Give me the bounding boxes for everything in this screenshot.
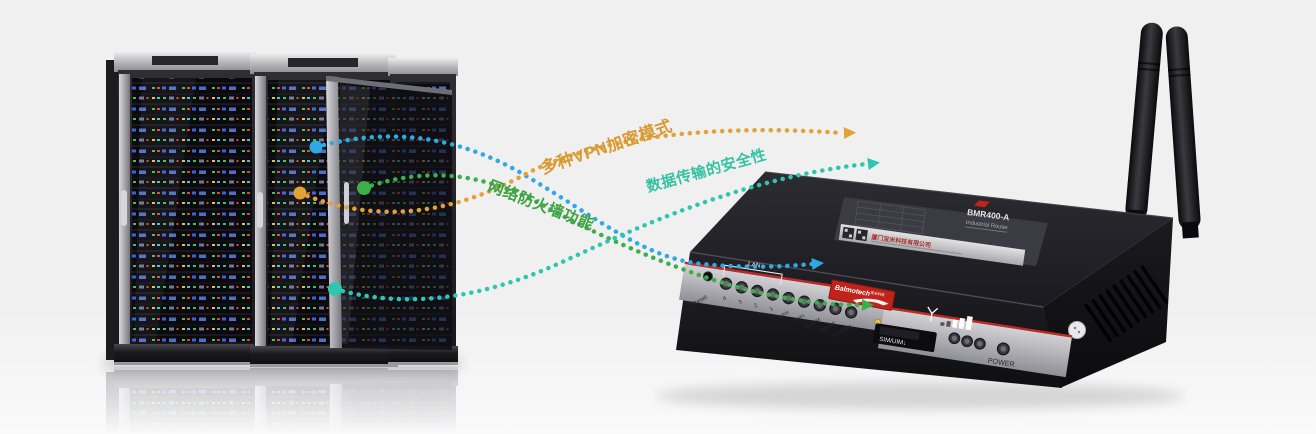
led-label-3: 3 — [738, 299, 744, 306]
connection-dot-blue — [309, 140, 323, 154]
label-fine-print — [870, 240, 963, 255]
back-top-edge — [764, 171, 1174, 219]
swoosh-icon — [852, 298, 889, 306]
connection-dot-teal — [328, 282, 342, 296]
label-silver-strip: 厦门宝米科技有限公司 — [838, 224, 1026, 266]
lan-bracket — [722, 264, 783, 286]
side-vents — [1084, 265, 1169, 343]
status-leds — [948, 332, 986, 350]
connection-lines — [297, 127, 869, 308]
rack-door-handle — [121, 190, 127, 226]
connection-dot-orange — [293, 186, 307, 200]
qr-code — [842, 226, 855, 240]
router-top-label: 厦门宝米科技有限公司 BMR400-A Industrial Router — [834, 197, 1048, 266]
brand-mark-icon — [974, 200, 990, 208]
label-fine-print — [965, 226, 1007, 233]
rack-door-handle — [257, 192, 263, 228]
side-screw — [1068, 321, 1086, 339]
arrowhead-blue — [811, 258, 824, 270]
router: 厦门宝米科技有限公司 BMR400-A Industrial Router Re… — [676, 22, 1201, 388]
server-rack-left — [106, 52, 258, 365]
red-pinstripe — [884, 306, 1073, 338]
racks-reflection — [106, 365, 458, 434]
connection-line-firewall — [361, 173, 861, 308]
brand-cn-text: 宝米科技 — [870, 290, 885, 298]
connection-dot-green — [357, 181, 371, 195]
arrowhead-teal — [867, 158, 880, 170]
led-label-1: 1 — [769, 306, 775, 313]
connection-line-blue — [313, 134, 815, 269]
router-antenna-right — [1165, 26, 1201, 239]
led-label-wan: WAN — [777, 310, 790, 321]
power-label: POWER — [987, 356, 1015, 369]
router-product-text: Industrial Router — [965, 220, 1008, 232]
arrowhead-orange — [843, 127, 856, 139]
power-led-core — [1000, 346, 1007, 352]
led-label-wifi: WIFI — [794, 313, 806, 323]
router-shadow — [655, 383, 1185, 409]
screw-dot — [1073, 326, 1077, 330]
qr-code — [855, 228, 868, 242]
spec-table — [854, 200, 926, 234]
connection-line-vpn — [297, 127, 845, 214]
signal-bars-icon — [940, 316, 973, 331]
arrowhead-green — [861, 299, 874, 311]
sim-label: SIM/UIM↓ — [879, 336, 907, 347]
server-rack-cluster — [106, 52, 458, 367]
rack-open-door — [326, 76, 452, 350]
brand-logo: Balmotech 宝米科技 — [828, 279, 896, 311]
sim-slot: SIM/UIM↓ — [872, 323, 937, 353]
front-panel: Reset LAN 4 3 2 1 WAN — [679, 261, 1073, 378]
signal-antenna-icon — [927, 306, 939, 322]
led-label-2: 2 — [753, 303, 759, 310]
rack-door-handle — [344, 182, 349, 224]
router-side-face — [1043, 218, 1173, 388]
front-top-edge — [689, 251, 1044, 308]
screw-dot — [1077, 330, 1081, 334]
led-label-4: 4 — [722, 295, 728, 302]
